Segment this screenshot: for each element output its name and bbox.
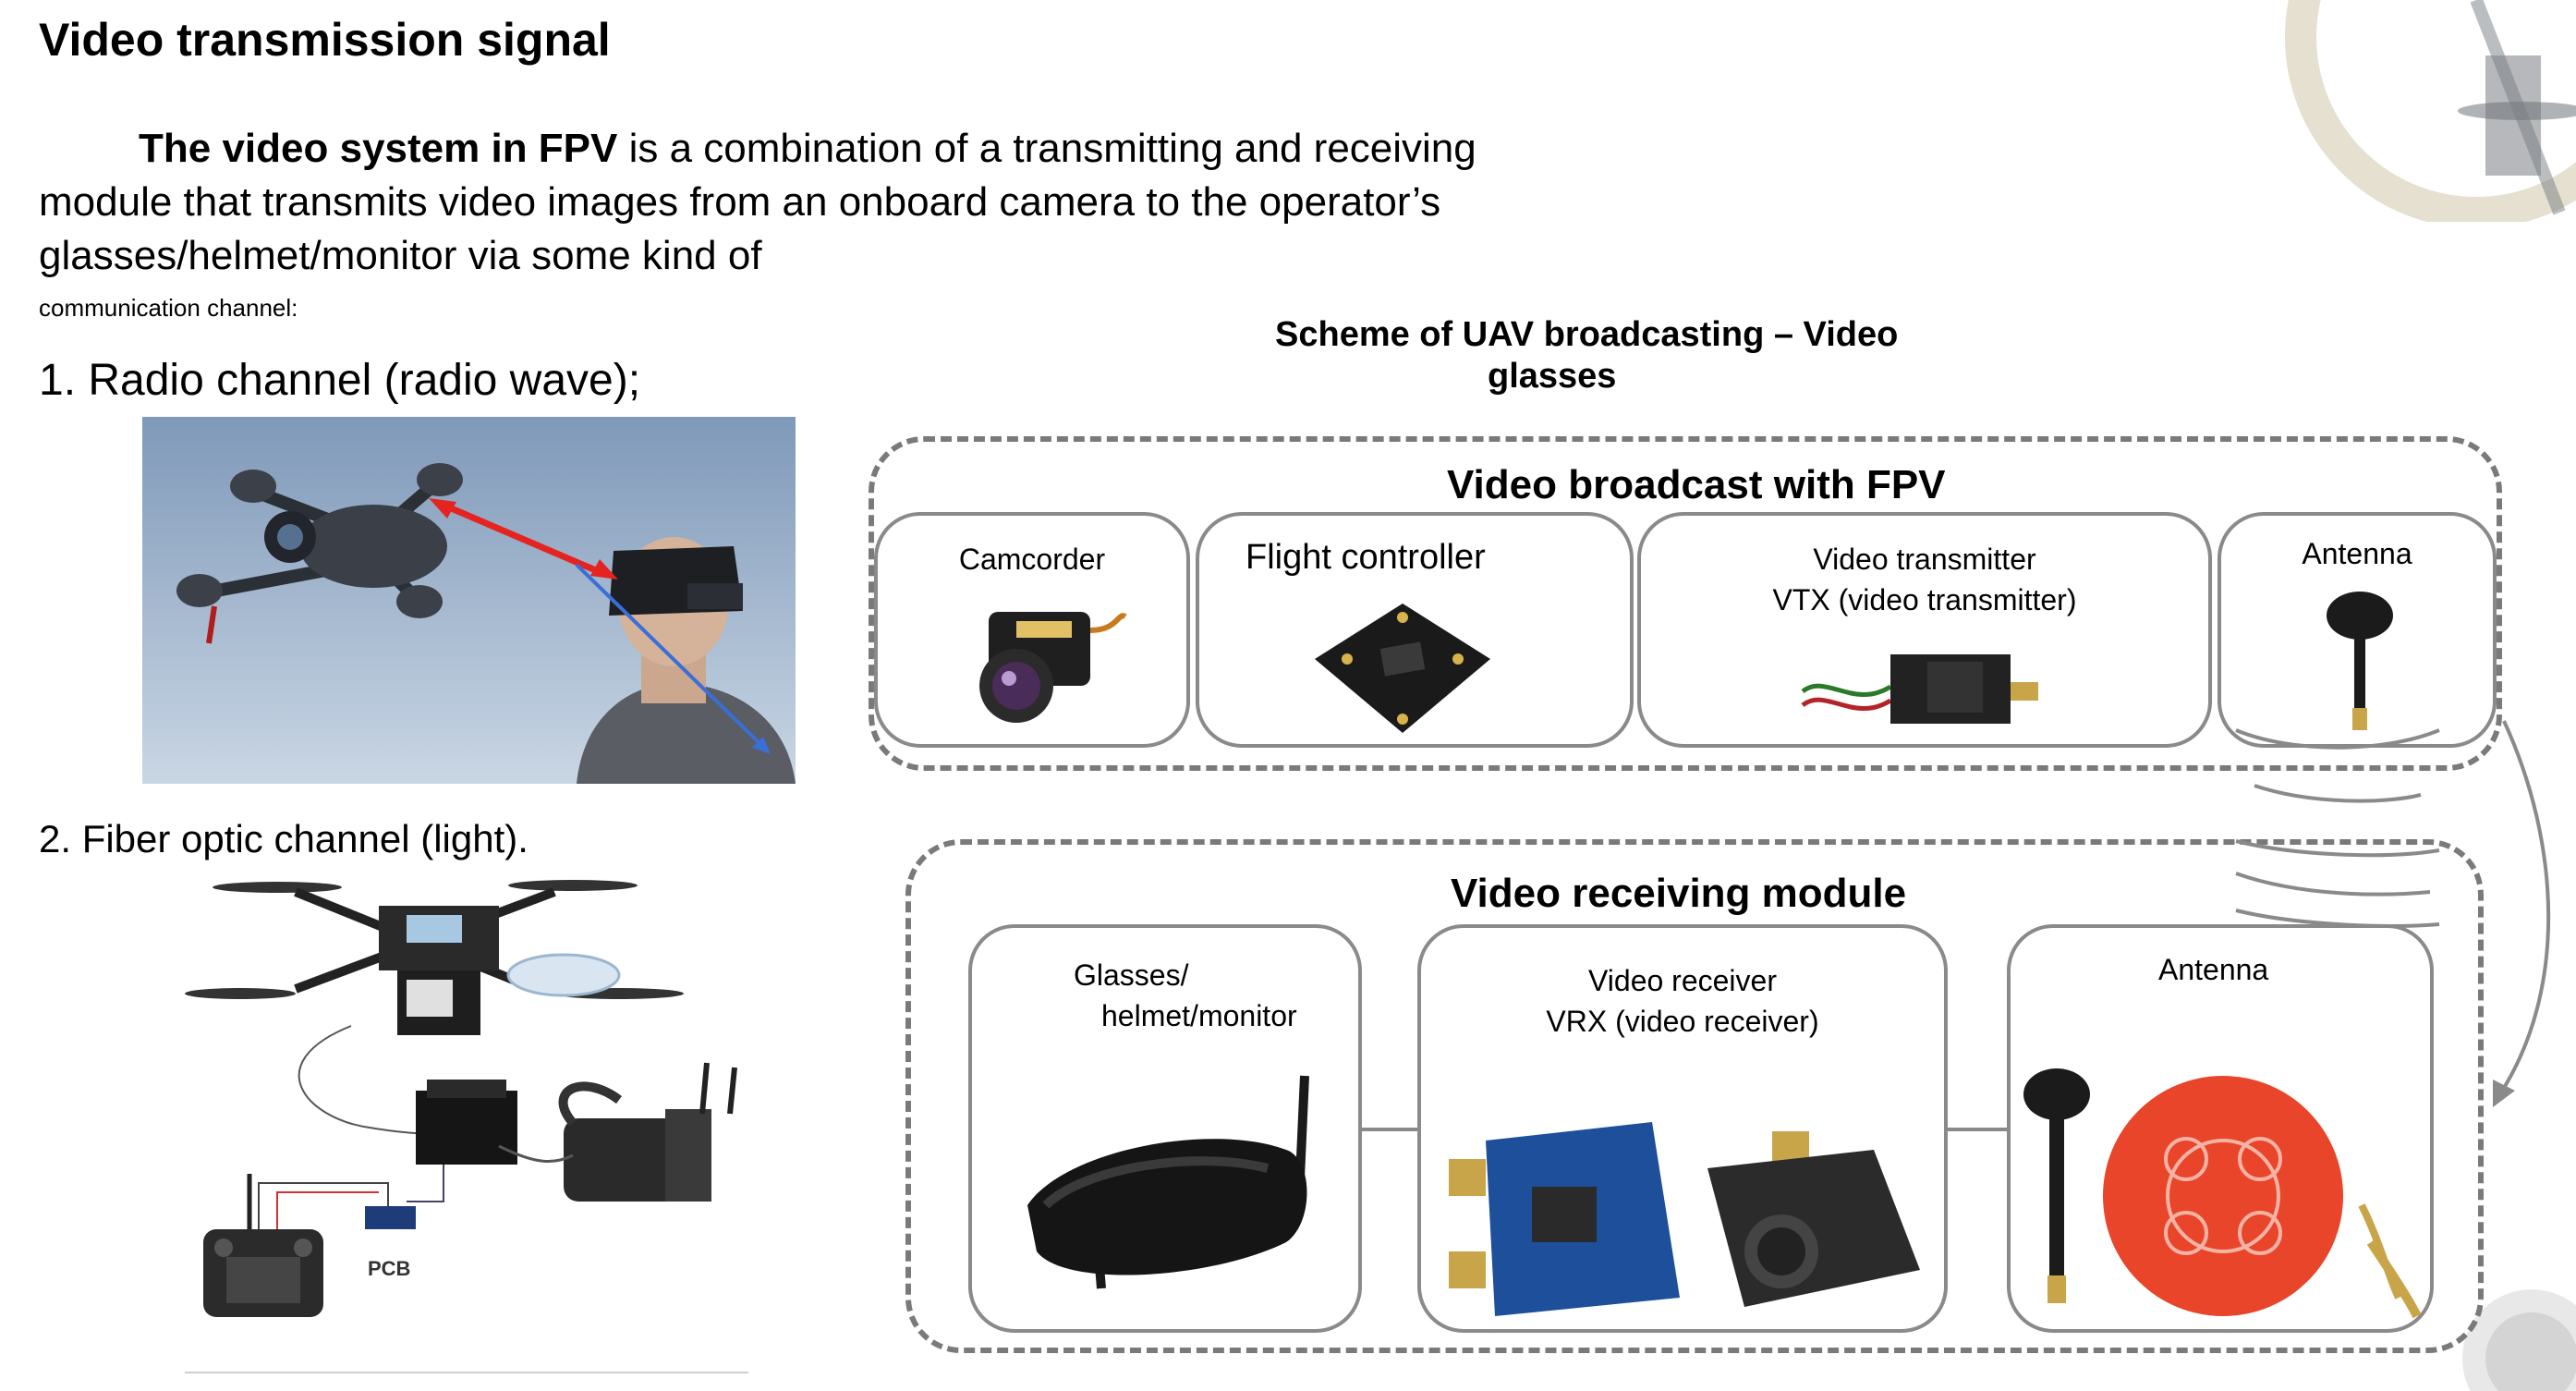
patch-antenna-icon — [2103, 1076, 2343, 1316]
scheme-title-line-2: glasses — [1488, 357, 1617, 396]
scheme-title: Scheme of UAV broadcasting – Video glass… — [1275, 314, 2033, 397]
video-broadcast-title: Video broadcast with FPV — [1447, 462, 1946, 507]
drone-goggles-illustration — [142, 417, 796, 784]
antenna-rx-card: Antenna — [2007, 924, 2434, 1333]
intro-small-text: communication channel: — [39, 294, 298, 322]
video-receiving-title: Video receiving module — [1451, 871, 1907, 916]
vtx-board-icon — [1801, 654, 2038, 724]
connector-vrx-antenna — [1948, 1128, 2007, 1131]
section-divider — [185, 1372, 748, 1373]
pcb-board-icon — [365, 1206, 416, 1229]
video-broadcast-group — [869, 436, 2502, 771]
fpv-goggles-icon — [558, 1062, 737, 1202]
page-title: Video transmission signal — [39, 14, 611, 66]
decorative-drone-emblem — [2285, 0, 2576, 222]
vrx-label-line-1: Video receiver — [1588, 964, 1777, 997]
antenna-rx-label: Antenna — [2158, 953, 2269, 986]
scheme-title-line-1: Scheme of UAV broadcasting – Video — [1275, 315, 1899, 354]
intro-bold: The video system in FPV — [139, 126, 618, 171]
list-item-radio: 1. Radio channel (radio wave); — [39, 356, 641, 405]
flight-controller-icon — [1315, 604, 1490, 733]
video-receiving-group — [905, 839, 2484, 1353]
flight-controller-card: Flight controller — [1196, 512, 1634, 748]
pilot-icon — [577, 537, 796, 784]
receiver-modules-icon — [1449, 1122, 1920, 1316]
view-direction-arrow — [575, 563, 763, 747]
flight-controller-label: Flight controller — [1245, 538, 1486, 577]
signal-transmission-icon — [2235, 720, 2551, 1107]
camera-icon — [979, 612, 1127, 723]
camcorder-label: Camcorder — [958, 543, 1106, 576]
fiber-channel-photo: PCB — [185, 869, 758, 1320]
fiber-base-unit-icon — [416, 1091, 517, 1165]
radio-link-arrow — [441, 501, 606, 578]
video-transmitter-card: Video transmitter VTX (video transmitter… — [1637, 512, 2212, 748]
intro-line-3: glasses/helmet/monitor via some kind of — [39, 233, 762, 278]
glasses-card: Glasses/ helmet/monitor — [968, 924, 1362, 1333]
fiber-setup-illustration: PCB — [185, 869, 758, 1320]
intro-paragraph: The video system in FPV is a combination… — [39, 122, 1591, 283]
vtx-label-line-2: VTX (video transmitter) — [1772, 583, 2077, 616]
intro-rest: is a combination of a transmitting and r… — [617, 126, 1476, 171]
video-receiver-card: Video receiver VRX (video receiver) — [1417, 924, 1948, 1333]
antenna-tx-label: Antenna — [2302, 537, 2412, 570]
signal-arrow — [2497, 720, 2551, 1097]
fiber-drone-icon — [185, 880, 684, 1035]
vtx-label-line-1: Video transmitter — [1813, 543, 2036, 576]
glasses-label-line-1: Glasses/ — [1074, 958, 1189, 992]
pcb-label: PCB — [368, 1257, 410, 1280]
list-item-fiber: 2. Fiber optic channel (light). — [39, 817, 529, 860]
intro-line-2: module that transmits video images from … — [39, 179, 1441, 225]
vrx-label-line-2: VRX (video receiver) — [1546, 1005, 1819, 1038]
glasses-label-line-2: helmet/monitor — [1101, 999, 1297, 1032]
radio-controller-icon — [203, 1174, 323, 1317]
goggles-icon — [1027, 1075, 1309, 1289]
connector-glasses-vrx — [1362, 1128, 1417, 1131]
camcorder-card: Camcorder — [874, 512, 1190, 748]
antenna-rx-icon — [2023, 1068, 2422, 1319]
decorative-seal-icon — [2462, 1289, 2576, 1391]
radio-channel-photo — [142, 417, 796, 784]
drone-icon — [176, 463, 463, 644]
antenna-tx-icon — [2327, 592, 2393, 730]
